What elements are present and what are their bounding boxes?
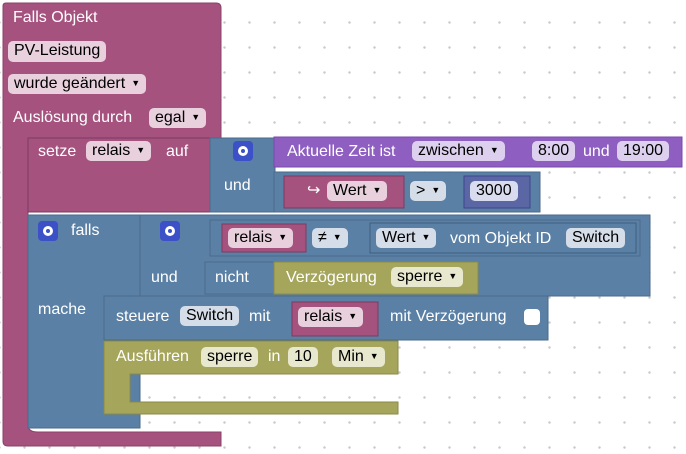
chevron-down-icon: ▼ (348, 311, 358, 321)
control-object-field[interactable]: Switch (180, 306, 240, 326)
operator-dropdown[interactable]: >▼ (410, 181, 447, 201)
control-variable-label: relais (304, 308, 343, 325)
trigger-title: Falls Objekt (13, 9, 98, 26)
chevron-down-icon: ▼ (136, 145, 146, 155)
time-to-label: 19:00 (623, 142, 664, 159)
cause-value-label: egal (155, 109, 186, 126)
object-id-field[interactable]: Switch (566, 228, 626, 248)
trigger-object-field[interactable]: PV-Leistung (8, 41, 107, 62)
do-label: mache (38, 301, 87, 318)
chevron-down-icon: ▼ (372, 185, 382, 195)
set-variable-dropdown[interactable]: relais ▼ (86, 141, 152, 161)
not-label: nicht (215, 269, 249, 286)
trigger-event-label: wurde geändert (14, 75, 126, 92)
value-type-dropdown[interactable]: Wert ▼ (376, 228, 437, 248)
operator-label: > (416, 182, 426, 199)
chevron-down-icon: ▼ (131, 78, 141, 88)
trigger-event-dropdown[interactable]: wurde geändert ▼ (8, 74, 147, 94)
if-variable-label: relais (234, 229, 273, 246)
time-mode-dropdown[interactable]: zwischen ▼ (412, 141, 505, 161)
run-name-field[interactable]: sperre (201, 347, 259, 367)
with-delay-label: mit Verzögerung (390, 308, 507, 325)
from-object-label: vom Objekt ID (450, 230, 552, 247)
threshold-field[interactable]: 3000 (470, 181, 518, 201)
time-to-field[interactable]: 19:00 (617, 141, 670, 161)
control-label: steuere (116, 308, 170, 325)
in-label: in (268, 348, 281, 365)
neq-operator-dropdown[interactable]: ≠▼ (312, 228, 348, 248)
duration-field[interactable]: 10 (288, 347, 318, 367)
chevron-down-icon: ▼ (191, 112, 201, 122)
chevron-down-icon: ▼ (421, 232, 431, 242)
chevron-down-icon: ▼ (489, 145, 499, 155)
run-name-label: sperre (207, 348, 253, 365)
chevron-down-icon: ▼ (448, 271, 458, 281)
unit-label: Min (338, 348, 364, 365)
wert-label: Wert (333, 182, 367, 199)
delay-label: Verzögerung (286, 269, 377, 286)
delay-name-label: sperre (397, 268, 443, 285)
cause-dropdown[interactable]: egal ▼ (149, 108, 207, 128)
time-from-label: 8:00 (538, 142, 570, 159)
unit-dropdown[interactable]: Min ▼ (332, 347, 385, 367)
if-label: falls (71, 222, 100, 239)
gear-icon[interactable] (160, 221, 180, 241)
trigger-object-label: PV-Leistung (14, 42, 101, 59)
wert-dropdown[interactable]: Wert ▼ (327, 181, 388, 201)
chevron-down-icon: ▼ (332, 232, 342, 242)
time-and-label: und (583, 143, 610, 160)
chevron-down-icon: ▼ (431, 185, 441, 195)
object-id-label: Switch (572, 229, 620, 246)
set-variable-label: relais (92, 142, 131, 159)
run-label: Ausführen (116, 348, 189, 365)
set-label: setze (38, 143, 77, 160)
gear-icon[interactable] (233, 141, 253, 161)
chevron-down-icon: ▼ (369, 351, 379, 361)
gear-icon[interactable] (38, 221, 58, 241)
neq-label: ≠ (318, 229, 327, 246)
delay-name-dropdown[interactable]: sperre ▼ (391, 267, 464, 287)
time-mode-label: zwischen (418, 142, 484, 159)
cause-label: Auslösung durch (13, 109, 133, 126)
duration-label: 10 (294, 348, 312, 365)
time-label: Aktuelle Zeit ist (287, 143, 396, 160)
delay-checkbox[interactable] (524, 309, 540, 325)
chevron-down-icon: ▼ (278, 232, 288, 242)
if-and-label: und (151, 269, 178, 286)
if-variable-dropdown[interactable]: relais ▼ (228, 228, 294, 248)
value-type-label: Wert (382, 229, 416, 246)
arrow-icon: ↪ (307, 182, 321, 199)
threshold-label: 3000 (476, 182, 512, 199)
time-from-field[interactable]: 8:00 (532, 141, 576, 161)
control-with-label: mit (249, 308, 271, 325)
control-variable-dropdown[interactable]: relais ▼ (298, 307, 364, 327)
set-on-label: auf (166, 143, 189, 160)
control-object-label: Switch (186, 307, 234, 324)
set-and-label: und (224, 177, 251, 194)
